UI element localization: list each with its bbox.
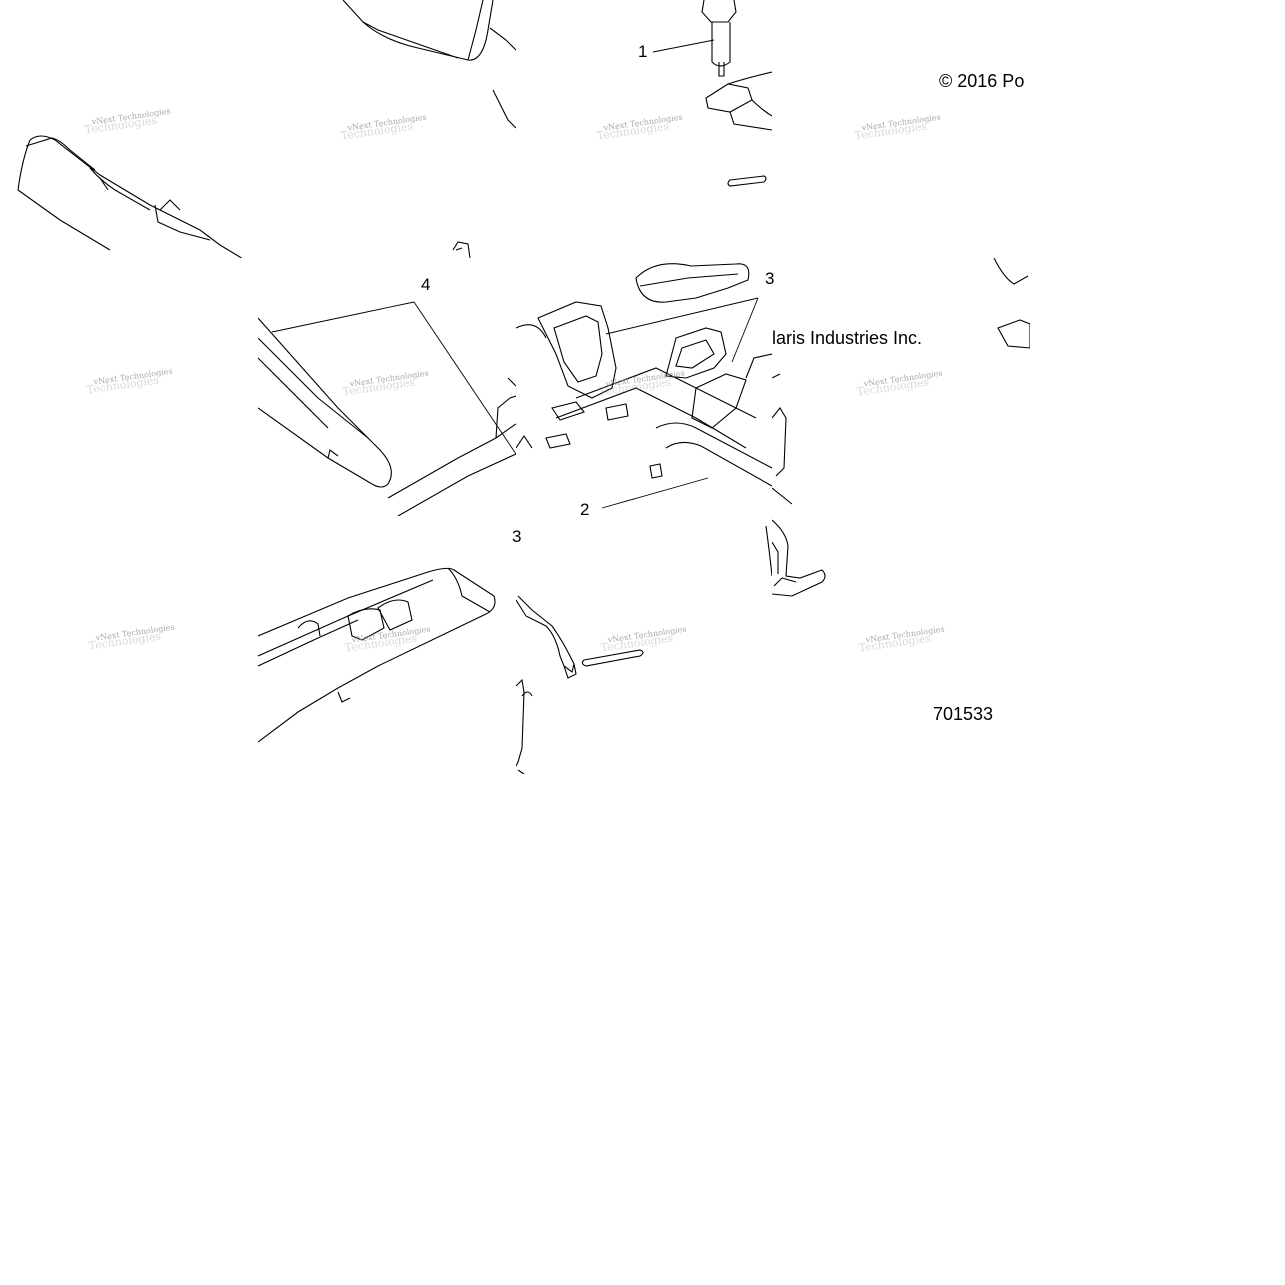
frame-assembly-drawing xyxy=(516,263,772,509)
tile-bot-left xyxy=(0,516,258,774)
seat-rail-left-drawing xyxy=(258,301,516,516)
tile-bot-center-left xyxy=(258,516,516,774)
callout-3-right: 3 xyxy=(765,269,775,288)
part-number: 701533 xyxy=(933,704,994,724)
tile-top-center-left xyxy=(258,0,516,258)
tile-top-right xyxy=(772,0,1030,258)
tile-mid-right xyxy=(772,258,1030,516)
tile-mid-center-right xyxy=(516,258,772,516)
callout-1: 1 xyxy=(638,42,648,61)
post-right-drawing xyxy=(772,258,1030,505)
callout-2: 2 xyxy=(580,500,590,519)
tile-bot-right xyxy=(772,516,1030,774)
tile-mid-left xyxy=(0,258,258,516)
copyright-text: © 2016 Po xyxy=(939,72,1025,90)
tile-top-left xyxy=(0,0,258,258)
strap-pin-drawing xyxy=(516,525,772,774)
tile-top-center-right xyxy=(516,0,772,258)
callout-4: 4 xyxy=(421,275,431,294)
post-pin-drawing xyxy=(652,0,772,187)
tile-bot-center-right xyxy=(516,516,772,774)
seat-rail-bottom-drawing xyxy=(258,567,496,743)
tile-mid-center-left xyxy=(258,258,516,516)
callout-3-left: 3 xyxy=(512,527,522,546)
copyright-tail-text: laris Industries Inc. xyxy=(772,328,923,348)
handle-drawing xyxy=(17,135,243,258)
footpeg-drawing xyxy=(772,519,826,597)
seat-rail-drawing xyxy=(342,0,516,258)
